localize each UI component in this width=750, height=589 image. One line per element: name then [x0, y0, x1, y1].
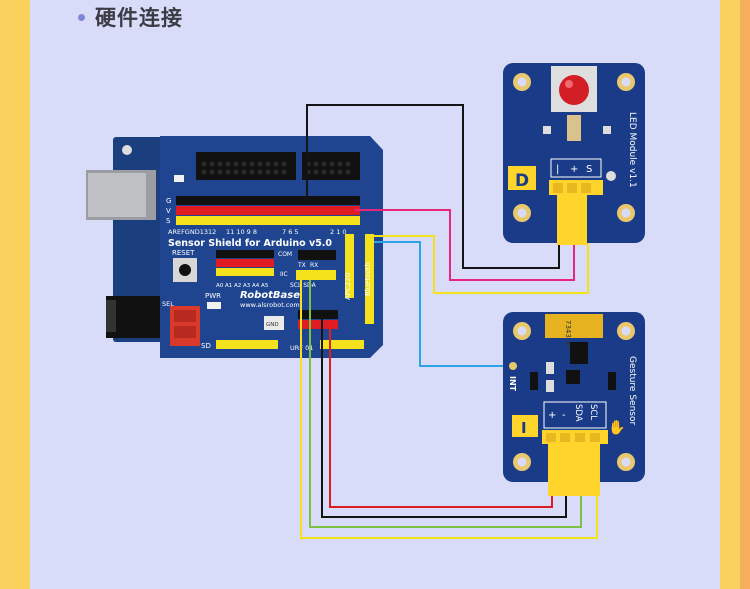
chip-label: 7343-40	[564, 320, 572, 349]
gesture-module-label: Gesture Sensor	[627, 356, 637, 425]
wire-led-gnd	[306, 104, 560, 269]
sensor-shield-board: G V S AREFGND1312 11 10 9 8 7 6 5 2 1 0 …	[86, 136, 383, 358]
apc220-header	[345, 234, 354, 298]
bluetooth-label: Bluetooth	[364, 262, 372, 296]
scl-sda-label: SCL SDA	[290, 282, 317, 289]
wire-led-vcc	[355, 195, 575, 281]
led-bulb	[559, 75, 589, 105]
tx-label: TX	[297, 262, 306, 269]
led-module: LED Module v1.1 D | + S	[503, 63, 645, 245]
right-accent-strip	[740, 0, 750, 589]
led-connector-body	[557, 195, 587, 245]
reset-button-cap	[179, 264, 191, 276]
pwr-label: PWR	[205, 292, 221, 300]
shield-title: Sensor Shield for Arduino v5.0	[168, 238, 332, 249]
com-label: COM	[278, 251, 292, 258]
power-terminal-slot	[174, 310, 196, 322]
rx-label: RX	[310, 262, 318, 269]
gesture-logo: I	[521, 419, 527, 437]
pin-label-d11-8: 11 10 9 8	[226, 228, 257, 236]
board-mount-hole	[122, 145, 132, 155]
row-label-g: G	[166, 197, 171, 205]
sel-label: SEL	[162, 300, 174, 308]
bullet-icon	[78, 13, 85, 21]
sd-label: SD	[201, 342, 211, 350]
wire-led-signal	[365, 195, 589, 294]
pin-label-d2-0: 2 1 0	[330, 228, 347, 236]
gesture-pin-sda: SDA	[573, 404, 583, 422]
led-module-pcb	[503, 63, 645, 243]
mount-pin	[606, 171, 616, 181]
hand-icon: ✋	[608, 419, 625, 436]
wire-gesture-int	[374, 241, 513, 367]
bluetooth-header	[365, 234, 374, 324]
row-label-v: V	[166, 207, 171, 215]
led-logo-badge	[508, 166, 536, 190]
analog-pin-rows	[216, 250, 274, 276]
digital-pin-rows	[176, 196, 360, 225]
power-jack-edge	[106, 300, 116, 332]
regulator-chip	[545, 314, 603, 338]
sd-header	[216, 340, 278, 349]
gesture-pin-gnd: -	[562, 410, 566, 421]
pin-label-box	[550, 158, 602, 178]
led-pin-3: S	[586, 164, 592, 175]
gesture-pin-vcc: +	[548, 410, 556, 421]
iic-label: IIC	[280, 271, 288, 278]
gesture-ic	[570, 342, 588, 364]
int-label: INT	[508, 376, 517, 392]
led-resistor	[567, 115, 581, 141]
iic-header	[296, 270, 336, 280]
analog-labels: A0 A1 A2 A3 A4 A5	[216, 283, 269, 289]
section-heading: 硬件连接	[78, 2, 183, 32]
row-label-s: S	[166, 217, 171, 225]
gesture-logo-badge	[512, 415, 538, 437]
smd-component	[174, 175, 184, 182]
led-module-label: LED Module v1.1	[627, 112, 637, 188]
page-title: 硬件连接	[95, 6, 183, 30]
urf-header	[320, 340, 364, 349]
usb-port-face	[88, 173, 146, 217]
header-socket-right-pins	[308, 158, 354, 174]
gesture-sensor-module: 7343-40 INT Gesture Sensor I ✋ + - SDA S…	[503, 312, 645, 496]
pwr-led	[207, 302, 221, 309]
gesture-connector-body	[548, 444, 600, 496]
wire-gesture-scl	[300, 280, 598, 539]
gesture-module-pcb	[503, 312, 645, 482]
int-pad	[509, 362, 517, 370]
brand-site: www.alsrobot.com	[240, 301, 300, 309]
led-pin-2: +	[570, 164, 578, 175]
led-pin-1: |	[556, 164, 559, 175]
brand-logo: RobotBase	[240, 290, 300, 301]
gesture-pin-scl: SCL	[588, 404, 598, 420]
reset-label: RESET	[172, 249, 195, 257]
gnd-label: GND	[266, 322, 279, 328]
header-socket-left-pins	[202, 158, 290, 174]
pin-label-d7-5: 7 6 5	[282, 228, 299, 236]
gnd-jumper	[264, 316, 284, 330]
apc220-label: APC220	[344, 273, 352, 300]
com-header	[298, 250, 336, 260]
led-logo: D	[515, 171, 529, 191]
pin-label-aref: AREFGND1312	[168, 228, 216, 236]
analog-header-red	[298, 320, 338, 329]
analog-header-black	[298, 310, 338, 319]
power-terminal-slot	[174, 326, 196, 338]
pin-label-box	[543, 401, 607, 429]
